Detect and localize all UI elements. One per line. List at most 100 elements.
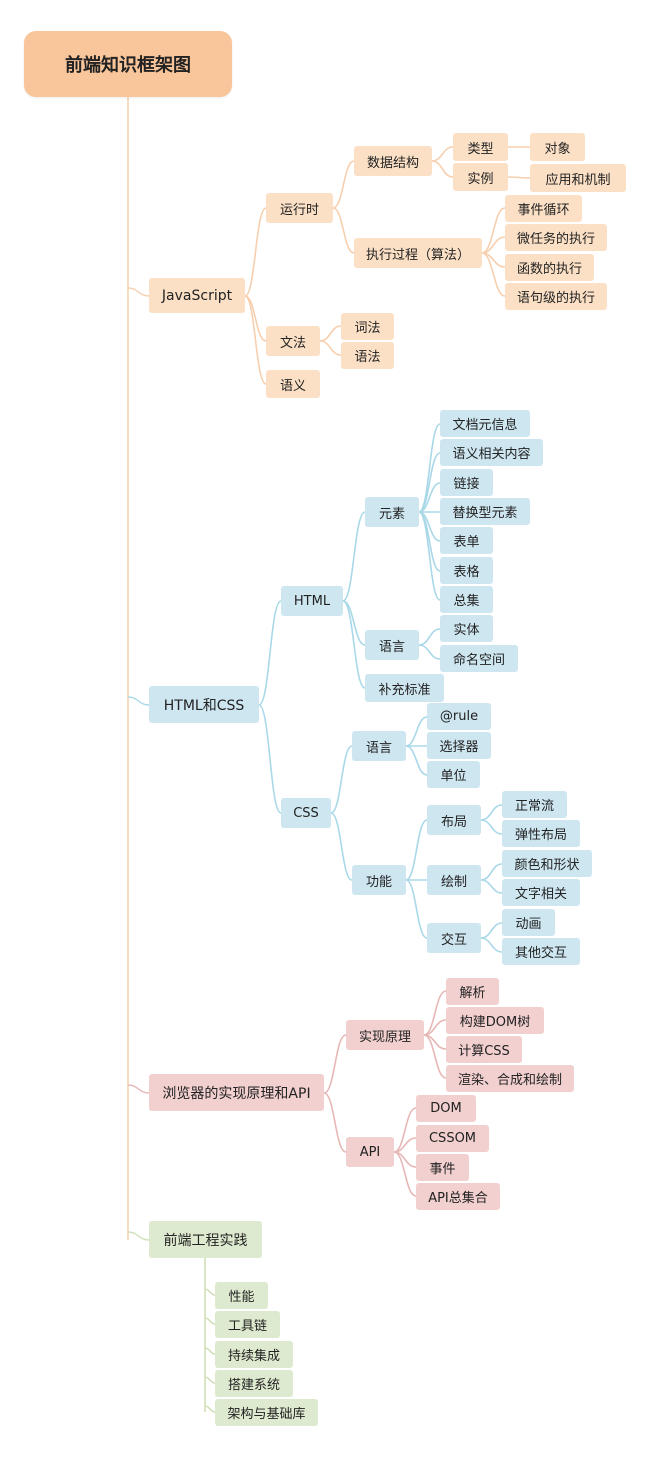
node-paint[interactable]: 绘制 xyxy=(427,865,481,895)
node-object[interactable]: 对象 xyxy=(530,133,585,161)
trunk-connector-br xyxy=(127,1084,150,1094)
node-javascript[interactable]: JavaScript xyxy=(149,278,245,313)
node-normal-flow[interactable]: 正常流 xyxy=(502,791,567,818)
connector-br-18-3 xyxy=(423,1034,447,1079)
node-semantics[interactable]: 语义 xyxy=(266,370,320,398)
connector-js-0-2 xyxy=(244,295,267,385)
node-collection[interactable]: 总集 xyxy=(440,586,493,613)
connector-js-6-0 xyxy=(319,325,342,342)
node-replaced-element[interactable]: 替换型元素 xyxy=(440,498,530,525)
node-function-exec[interactable]: 函数的执行 xyxy=(505,254,594,281)
connector-js-1-1 xyxy=(332,207,355,254)
node-selector[interactable]: 选择器 xyxy=(427,732,491,759)
connector-js-1-0 xyxy=(332,160,355,209)
node-event-loop[interactable]: 事件循环 xyxy=(505,195,582,222)
connector-hc-9-1 xyxy=(418,452,441,513)
node-html[interactable]: HTML xyxy=(281,586,343,616)
node-compute-css[interactable]: 计算CSS xyxy=(446,1036,522,1063)
connector-hc-16-1 xyxy=(480,937,503,953)
connector-br-19-3 xyxy=(393,1151,417,1197)
node-link[interactable]: 链接 xyxy=(440,469,493,496)
node-doc-meta[interactable]: 文档元信息 xyxy=(440,410,530,437)
connector-hc-9-6 xyxy=(418,511,441,601)
connector-hc-7-0 xyxy=(258,600,282,706)
connector-js-0-0 xyxy=(244,207,267,297)
node-cssom[interactable]: CSSOM xyxy=(416,1125,489,1152)
connector-js-2-1 xyxy=(431,160,454,178)
connector-fe-item-0 xyxy=(204,1288,216,1296)
node-microtask[interactable]: 微任务的执行 xyxy=(505,224,607,251)
connector-hc-11-0 xyxy=(330,745,353,814)
node-execution[interactable]: 执行过程（算法） xyxy=(354,238,482,268)
node-css[interactable]: CSS xyxy=(281,798,331,828)
node-parse[interactable]: 解析 xyxy=(446,978,499,1005)
node-form[interactable]: 表单 xyxy=(440,527,493,554)
node-toolchain[interactable]: 工具链 xyxy=(215,1311,280,1338)
connector-hc-10-0 xyxy=(418,628,441,646)
trunk-connector-fe xyxy=(127,1231,150,1241)
node-features[interactable]: 功能 xyxy=(352,865,406,895)
node-type[interactable]: 类型 xyxy=(453,133,508,161)
connector-js-5-3 xyxy=(481,252,506,297)
node-namespace[interactable]: 命名空间 xyxy=(440,645,518,672)
connector-hc-10-1 xyxy=(418,644,441,660)
node-statement-exec[interactable]: 语句级的执行 xyxy=(505,283,607,310)
connector-br-19-0 xyxy=(393,1107,417,1153)
node-browser[interactable]: 浏览器的实现原理和API xyxy=(149,1074,324,1111)
trunk-connector-hc xyxy=(127,696,150,706)
connector-js-6-1 xyxy=(319,340,342,356)
node-at-rule[interactable]: @rule xyxy=(427,703,491,730)
node-interaction[interactable]: 交互 xyxy=(427,923,481,953)
connector-fe-item-1 xyxy=(204,1317,216,1325)
node-entity[interactable]: 实体 xyxy=(440,615,493,642)
node-instance[interactable]: 实例 xyxy=(453,163,508,191)
node-api[interactable]: API xyxy=(346,1137,394,1167)
node-text-related[interactable]: 文字相关 xyxy=(502,879,580,906)
node-flex-layout[interactable]: 弹性布局 xyxy=(502,820,580,847)
node-elements[interactable]: 元素 xyxy=(365,497,419,527)
node-data-structure[interactable]: 数据结构 xyxy=(354,146,432,176)
node-dom[interactable]: DOM xyxy=(416,1095,476,1122)
node-syntax[interactable]: 语法 xyxy=(341,342,394,369)
connector-hc-15-1 xyxy=(480,879,503,894)
node-html-css[interactable]: HTML和CSS xyxy=(149,686,259,723)
connector-hc-11-1 xyxy=(330,812,353,881)
node-events[interactable]: 事件 xyxy=(416,1154,469,1181)
node-ci[interactable]: 持续集成 xyxy=(215,1341,293,1368)
connector-hc-9-2 xyxy=(418,482,441,513)
connector-js-5-0 xyxy=(481,207,506,254)
node-color-shape[interactable]: 颜色和形状 xyxy=(502,850,592,877)
connector-br-18-0 xyxy=(423,990,447,1036)
connector-js-2-0 xyxy=(431,146,454,162)
node-runtime[interactable]: 运行时 xyxy=(266,193,333,223)
trunk-connector-js xyxy=(127,287,150,297)
node-supplement[interactable]: 补充标准 xyxy=(365,674,444,702)
connector-hc-16-0 xyxy=(480,922,503,939)
connector-hc-15-0 xyxy=(480,863,503,881)
node-performance[interactable]: 性能 xyxy=(215,1282,268,1309)
node-unit[interactable]: 单位 xyxy=(427,761,480,788)
node-build-system[interactable]: 搭建系统 xyxy=(215,1370,293,1397)
node-grammar[interactable]: 文法 xyxy=(266,326,320,356)
node-principle[interactable]: 实现原理 xyxy=(346,1020,424,1050)
connector-hc-13-0 xyxy=(405,819,428,881)
node-table[interactable]: 表格 xyxy=(440,557,493,584)
node-build-dom[interactable]: 构建DOM树 xyxy=(446,1007,544,1034)
connector-fe-item-3 xyxy=(204,1376,216,1384)
node-architecture[interactable]: 架构与基础库 xyxy=(215,1399,318,1426)
connector-hc-7-1 xyxy=(258,704,282,814)
connector-hc-14-0 xyxy=(480,804,503,821)
node-layout[interactable]: 布局 xyxy=(427,805,481,835)
node-other-interaction[interactable]: 其他交互 xyxy=(502,938,580,965)
root-title[interactable]: 前端知识框架图 xyxy=(24,31,232,97)
node-app-mechanism[interactable]: 应用和机制 xyxy=(530,164,626,192)
node-api-collection[interactable]: API总集合 xyxy=(416,1183,500,1210)
node-render[interactable]: 渲染、合成和绘制 xyxy=(446,1065,574,1092)
node-html-language[interactable]: 语言 xyxy=(365,630,419,660)
node-css-language[interactable]: 语言 xyxy=(352,731,406,761)
node-semantic-content[interactable]: 语义相关内容 xyxy=(440,439,543,466)
node-lexical[interactable]: 词法 xyxy=(341,313,394,340)
node-animation[interactable]: 动画 xyxy=(502,909,555,936)
node-engineering[interactable]: 前端工程实践 xyxy=(149,1221,262,1258)
